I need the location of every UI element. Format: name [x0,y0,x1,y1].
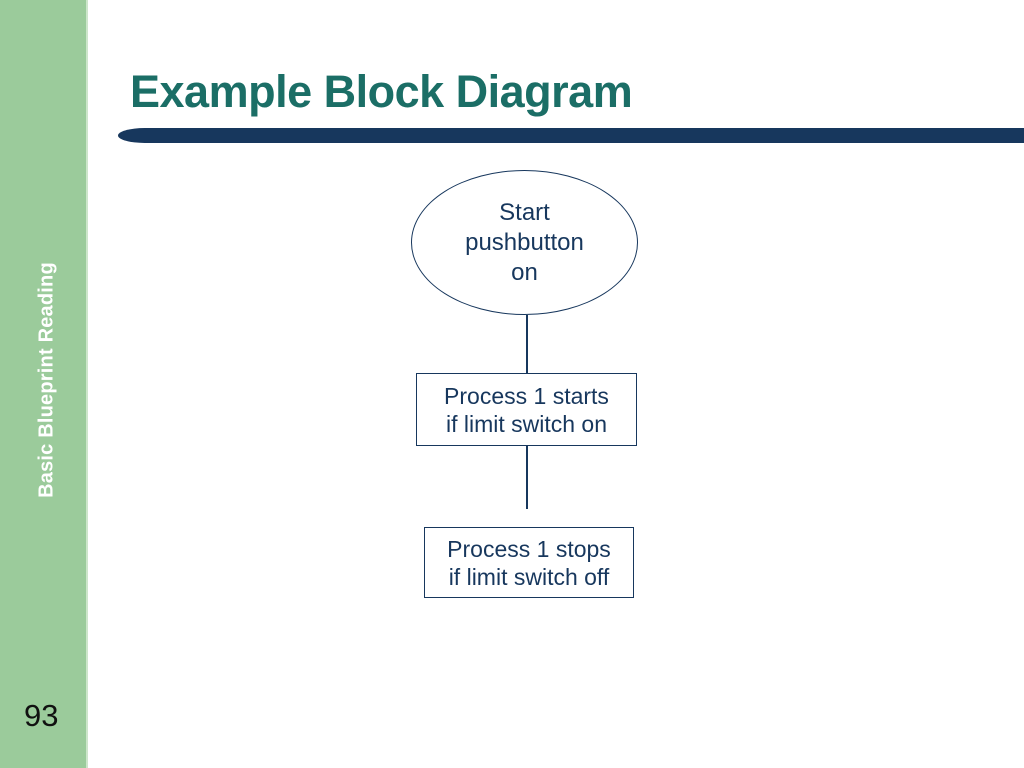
node-text-line: if limit switch off [448,563,610,590]
start-pushbutton-ellipse-node: Start pushbutton on [411,170,638,315]
connector-box1-to-box2 [526,446,528,509]
title-underline-bar [118,128,1024,143]
node-text-line: pushbutton [465,228,584,256]
node-text-line: if limit switch on [445,410,608,437]
process-1-starts-box-node: Process 1 starts if limit switch on [416,373,637,446]
sidebar-course-title: Basic Blueprint Reading [35,262,58,498]
node-text-line: on [511,258,538,286]
node-text-line: Start [499,198,550,226]
slide-title: Example Block Diagram [130,66,633,117]
node-text-line: Process 1 starts [444,382,609,409]
page-number: 93 [24,698,59,733]
sidebar: Basic Blueprint Reading 93 [0,0,88,768]
process-1-stops-box-node: Process 1 stops if limit switch off [424,527,634,598]
connector-ellipse-to-box1 [526,315,528,374]
node-text-line: Process 1 stops [447,535,611,562]
